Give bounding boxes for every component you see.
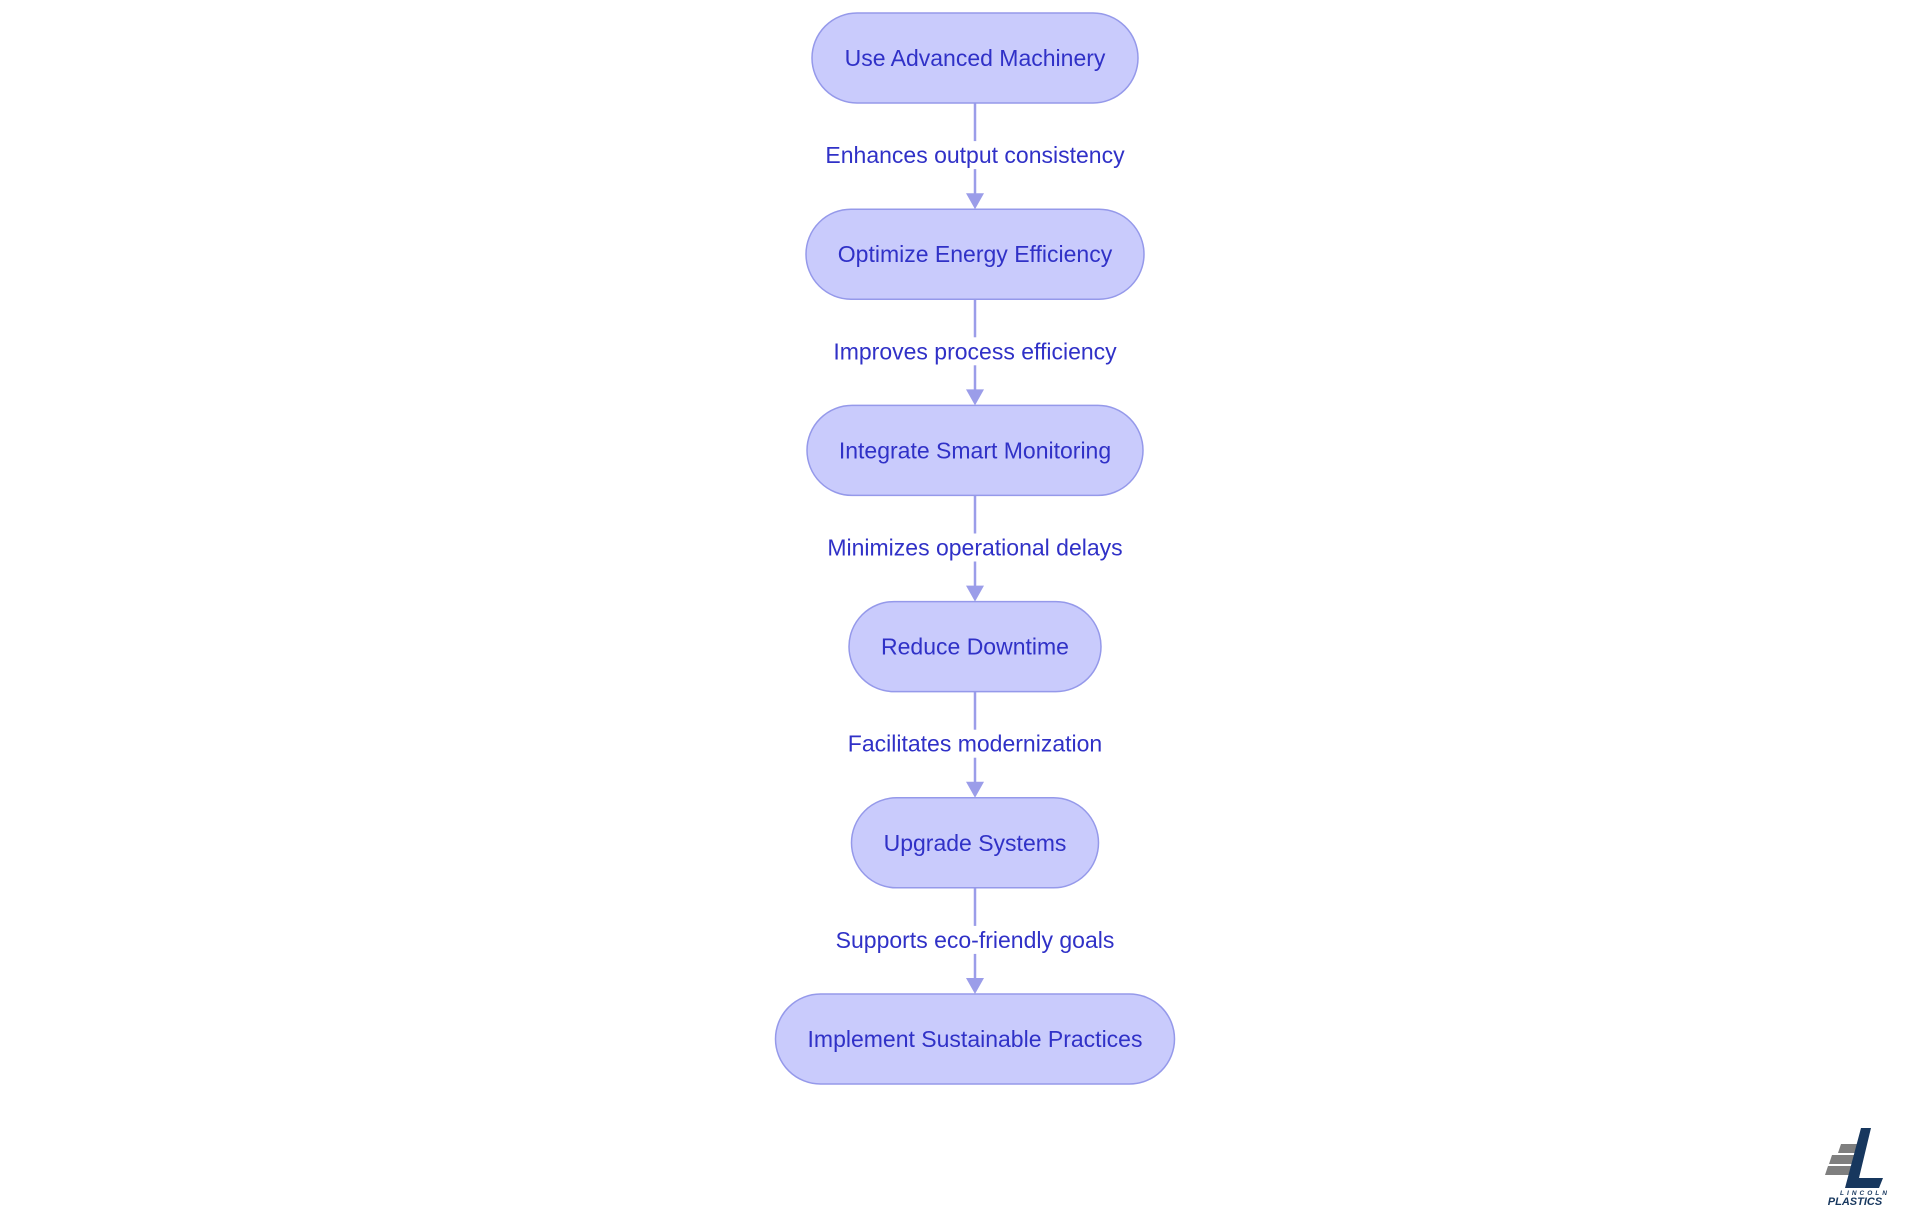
flow-edge-label-background: [845, 729, 1105, 758]
flow-edge-arrowhead: [966, 389, 984, 406]
flow-edge-5: Supports eco-friendly goals: [833, 887, 1117, 994]
flow-node-label: Optimize Energy Efficiency: [838, 241, 1113, 267]
flow-node-label: Integrate Smart Monitoring: [839, 437, 1111, 463]
flow-node-6: Implement Sustainable Practices: [774, 993, 1176, 1085]
flow-edge-3: Minimizes operational delays: [825, 495, 1125, 602]
flow-edge-arrowhead: [966, 978, 984, 994]
flow-node-2: Optimize Energy Efficiency: [805, 208, 1145, 300]
flow-node-shape: [774, 993, 1176, 1085]
logo-bar-top: [1838, 1144, 1859, 1153]
flow-node-5: Upgrade Systems: [850, 797, 1100, 889]
flow-node-label: Use Advanced Machinery: [845, 45, 1106, 71]
flow-edge-label: Improves process efficiency: [833, 338, 1117, 364]
flow-edge-label-background: [823, 141, 1127, 170]
flow-edge-1: Enhances output consistency: [823, 103, 1127, 210]
flow-edge-label: Minimizes operational delays: [827, 535, 1122, 561]
flow-node-shape: [805, 208, 1145, 300]
flow-edge-label-background: [833, 925, 1117, 954]
flow-node-3: Integrate Smart Monitoring: [806, 404, 1144, 497]
flow-node-1: Use Advanced Machinery: [811, 12, 1139, 104]
flow-edge-label: Supports eco-friendly goals: [836, 927, 1115, 953]
flow-edge-label: Enhances output consistency: [825, 142, 1125, 168]
flow-edge-label: Facilitates modernization: [848, 731, 1102, 757]
flow-node-label: Reduce Downtime: [881, 634, 1069, 660]
flow-node-shape: [848, 600, 1102, 693]
flow-node-4: Reduce Downtime: [848, 600, 1102, 693]
flow-node-shape: [811, 12, 1139, 104]
logo-line2: PLASTICS: [1828, 1196, 1883, 1208]
logo-line1: LINCOLN: [1840, 1190, 1890, 1197]
flow-node-shape: [850, 797, 1100, 889]
flow-node-label: Implement Sustainable Practices: [808, 1026, 1143, 1052]
flow-edge-2: Improves process efficiency: [831, 299, 1119, 406]
flow-edge-arrowhead: [966, 585, 984, 602]
flow-edge-label-background: [831, 337, 1119, 366]
flow-edge-4: Facilitates modernization: [845, 691, 1105, 798]
flow-edge-arrowhead: [966, 193, 984, 210]
flow-edge-arrowhead: [966, 781, 984, 798]
logo-l-shape: [1845, 1128, 1883, 1188]
flow-node-shape: [806, 404, 1144, 497]
flow-node-label: Upgrade Systems: [884, 830, 1067, 856]
logo-bar-bottom: [1825, 1166, 1853, 1175]
lincoln-plastics-logo: LINCOLN PLASTICS: [1825, 1128, 1890, 1208]
logo-bar-middle: [1829, 1155, 1857, 1164]
flow-edge-label-background: [825, 533, 1125, 562]
